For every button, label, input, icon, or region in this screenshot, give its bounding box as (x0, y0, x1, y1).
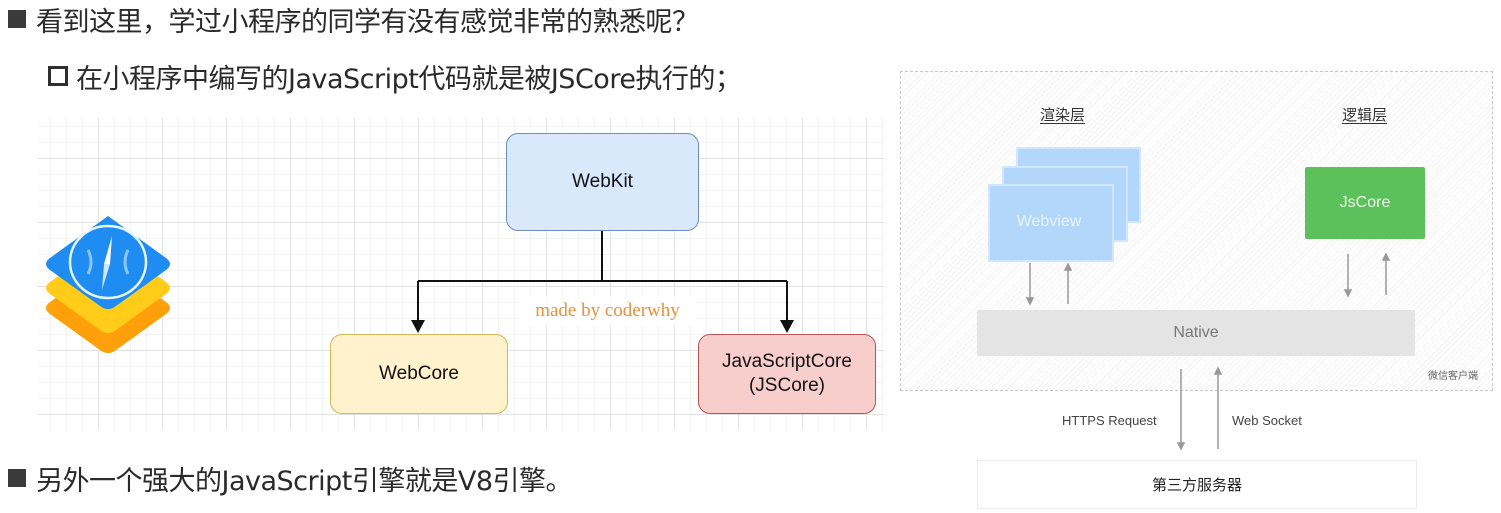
bullet-text-3: 另外一个强大的JavaScript引擎就是V8引擎。 (36, 465, 573, 497)
filled-square-bullet-icon (8, 469, 26, 487)
logic-layer-title: 逻辑层 (1342, 106, 1388, 124)
third-party-server-box: 第三方服务器 (977, 460, 1417, 509)
render-layer-title: 渲染层 (1040, 106, 1086, 124)
jscore-node-sublabel: (JSCore) (748, 375, 825, 396)
jscore-box: JsCore (1305, 167, 1425, 239)
bullet-text-1: 看到这里，学过小程序的同学有没有感觉非常的熟悉呢？ (36, 6, 699, 38)
webkit-logo-icon (46, 216, 170, 353)
javascriptcore-node: JavaScriptCore (JSCore) (698, 334, 876, 414)
websocket-label: Web Socket (1232, 413, 1302, 428)
https-request-label: HTTPS Request (1062, 413, 1157, 428)
webview-label: Webview (1016, 213, 1082, 230)
bullet-line-3: 另外一个强大的JavaScript引擎就是V8引擎。 (8, 458, 573, 498)
hollow-square-bullet-icon (48, 66, 68, 86)
webkit-node: WebKit (506, 133, 699, 231)
webview-card-front (988, 184, 1114, 262)
webkit-diagram-grid (38, 118, 884, 430)
wechat-client-label: 微信客户端 (1428, 371, 1478, 382)
native-label: Native (1173, 324, 1219, 341)
webcore-node: WebCore (330, 334, 508, 414)
webkit-node-label: WebKit (572, 171, 633, 192)
jscore-label: JsCore (1339, 194, 1391, 211)
native-box: Native (977, 310, 1415, 356)
bullet-text-2: 在小程序中编写的JavaScript代码就是被JSCore执行的； (76, 63, 742, 95)
filled-square-bullet-icon (8, 10, 26, 28)
webkit-logo-blue-layer (46, 216, 170, 309)
bullet-line-1: 看到这里，学过小程序的同学有没有感觉非常的熟悉呢？ (8, 0, 699, 38)
bullet-line-2: 在小程序中编写的JavaScript代码就是被JSCore执行的； (48, 56, 742, 96)
javascriptcore-node-label: JavaScriptCore (722, 351, 852, 372)
webcore-node-label: WebCore (379, 363, 459, 384)
watermark: made by coderwhy (520, 296, 695, 326)
arrow-down-icon (1176, 442, 1186, 451)
third-party-server-label: 第三方服务器 (1151, 476, 1242, 494)
